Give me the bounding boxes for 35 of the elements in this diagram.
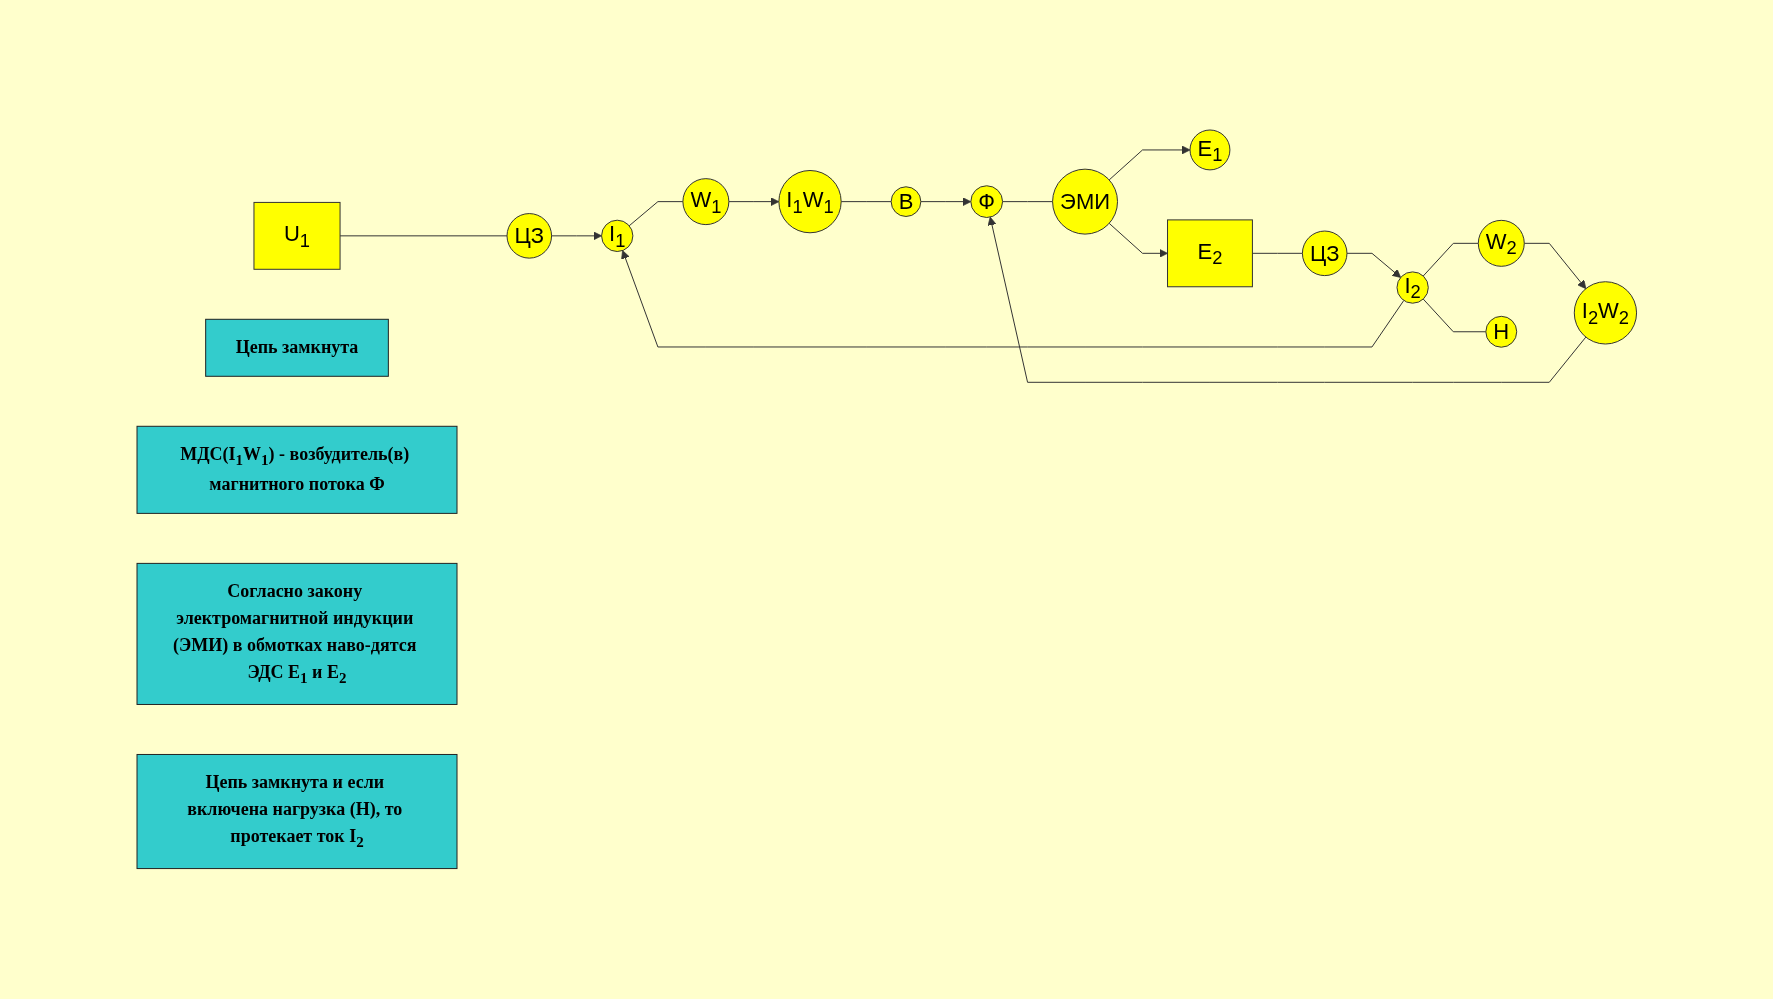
node-circle: I$_{2}$: [1396, 271, 1429, 304]
arrow: [728, 197, 779, 207]
node-circle: Н: [1485, 316, 1517, 348]
node-circle: I$_{1}$W$_{1}$: [778, 170, 842, 234]
node-box: Согласно закону электромагнитной индукции (ЭМИ) в обмотках наво-дятся ЭДС E$_{1}$ и E$_{2}$: [136, 563, 458, 706]
connector: [840, 201, 892, 203]
arrow: [1523, 243, 1586, 290]
node-box: U$_{1}$: [253, 202, 341, 270]
arrow: [550, 231, 602, 241]
connector: [1422, 298, 1487, 333]
node-circle: W$_{2}$: [1477, 220, 1525, 268]
connector: [339, 235, 508, 237]
node-circle: I$_{2}$W$_{2}$: [1573, 281, 1637, 345]
node-circle: W$_{1}$: [682, 178, 730, 226]
arrow: [1108, 223, 1168, 258]
arrow: [920, 197, 971, 207]
node-circle: E$_{1}$: [1189, 129, 1231, 171]
arrow: [1346, 253, 1401, 279]
arrow: [620, 250, 1404, 348]
node-box: Цепь замкнута и если включена нагрузка (Н), то протекает ток I$_{2}$: [136, 754, 458, 870]
arrow: [987, 216, 1587, 384]
node-circle: ЭМИ: [1051, 168, 1118, 235]
connector: [1001, 201, 1053, 203]
connector: [1422, 243, 1479, 277]
connector: [628, 201, 684, 227]
node-circle: Ф: [970, 185, 1003, 219]
node-box: МДС(I$_{1}$W$_{1}$) - возбудитель(в) магнитного потока Ф: [136, 426, 458, 515]
node-circle: В: [890, 186, 922, 218]
node-box: Цепь замкнута: [204, 319, 389, 377]
connector: [1251, 253, 1303, 255]
arrow: [1108, 145, 1191, 181]
node-circle: ЦЗ: [1301, 230, 1348, 277]
node-box: E$_{2}$: [1166, 219, 1253, 288]
node-circle: I$_{1}$: [600, 219, 634, 253]
node-circle: ЦЗ: [506, 213, 552, 259]
